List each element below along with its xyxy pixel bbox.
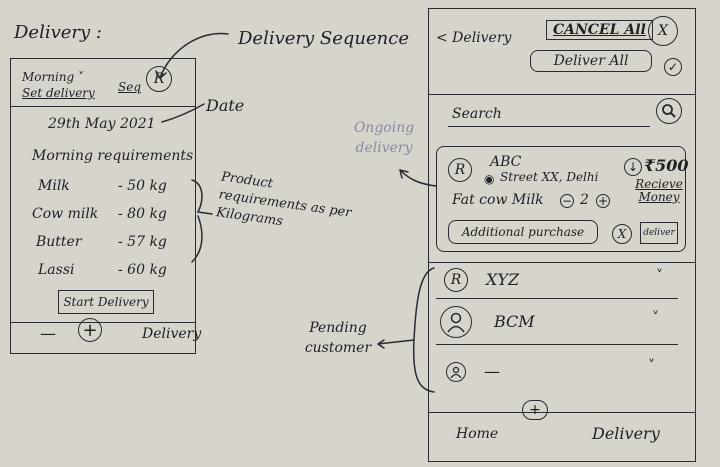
list-item[interactable]: BCM ˅ [438, 306, 682, 340]
ongoing-delivery-card[interactable] [436, 146, 686, 252]
delivery-date: 29th May 2021 [48, 116, 156, 132]
avatar [446, 362, 466, 382]
right-phone-frame [428, 8, 696, 462]
search-underline [448, 126, 650, 127]
check-icon[interactable]: ✓ [664, 58, 682, 76]
search-icon[interactable] [656, 98, 682, 124]
deliver-button[interactable]: deliver [640, 222, 678, 244]
location-pin-icon: ◉ [484, 172, 495, 186]
avatar[interactable]: R [146, 66, 172, 92]
section-divider [428, 262, 696, 263]
customer-name: ABC [490, 154, 522, 170]
customer-name: — [484, 362, 500, 381]
avatar [440, 306, 472, 338]
back-title[interactable]: < Delivery [436, 30, 512, 46]
chevron-down-icon[interactable]: ˅ [648, 358, 655, 374]
bottom-nav-divider [428, 412, 696, 413]
page-heading: Delivery : [14, 22, 102, 43]
search-input[interactable]: Search [452, 106, 502, 122]
chevron-down-icon[interactable]: ˅ [652, 310, 659, 326]
nav-delivery[interactable]: Delivery [142, 326, 202, 342]
annotation-ongoing-delivery: Ongoing delivery [353, 120, 415, 156]
set-delivery-link[interactable]: Set delivery [22, 86, 95, 100]
product-qty: - 57 kg [118, 234, 167, 250]
customer-name: BCM [494, 312, 535, 331]
cancel-all-button[interactable]: CANCEL All [546, 20, 653, 40]
product-qty: - 60 kg [118, 262, 167, 278]
requirements-title: Morning requirements [32, 148, 194, 164]
start-delivery-button[interactable]: Start Delivery [58, 290, 154, 314]
annotation-delivery-sequence: Delivery Sequence [238, 28, 409, 49]
deliver-all-button[interactable]: Deliver All [530, 50, 652, 72]
plus-icon[interactable]: + [596, 194, 610, 208]
minus-icon[interactable]: − [560, 194, 574, 208]
list-divider [436, 344, 678, 345]
divider [10, 106, 196, 107]
list-divider [436, 298, 678, 299]
receive-money-link[interactable]: Recieve Money [635, 177, 683, 204]
bottom-nav-divider [10, 322, 196, 323]
remove-button[interactable]: — [40, 324, 56, 343]
customer-address: Street XX, Delhi [500, 170, 599, 184]
customer-name: XYZ [486, 270, 520, 289]
shift-label: Morning [22, 70, 75, 84]
product-name: Milk [38, 178, 70, 194]
amount-due: ₹500 [644, 156, 689, 175]
annotation-product-requirements: Product requirements as per Kilograms [215, 169, 353, 230]
annotation-date: Date [206, 96, 245, 115]
product-name: Butter [36, 234, 82, 250]
shift-dropdown[interactable]: Morning ˅ [22, 70, 84, 84]
header-divider [428, 94, 696, 95]
product-name: Cow milk [32, 206, 99, 222]
nav-delivery[interactable]: Delivery [592, 424, 660, 443]
list-item[interactable]: — ˅ [438, 356, 682, 386]
avatar: R [444, 268, 468, 292]
sequence-link[interactable]: Seq [118, 80, 142, 94]
arrow-down-icon[interactable]: ↓ [624, 158, 642, 176]
annotation-pending-customer: Pending customer [304, 320, 372, 356]
close-icon[interactable]: X [648, 16, 678, 46]
list-item[interactable]: R XYZ ˅ [438, 266, 682, 296]
nav-home[interactable]: Home [456, 426, 499, 442]
chevron-down-icon[interactable]: ˅ [656, 268, 663, 284]
chevron-down-icon: ˅ [78, 70, 85, 84]
product-name: Lassi [38, 262, 75, 278]
product-qty: 2 [580, 192, 589, 208]
product-name: Fat cow Milk [452, 192, 544, 208]
add-button[interactable]: + [78, 318, 102, 342]
cancel-delivery-icon[interactable]: X [612, 224, 632, 244]
product-qty: - 80 kg [118, 206, 167, 222]
additional-purchase-button[interactable]: Additional purchase [448, 220, 598, 244]
product-qty: - 50 kg [118, 178, 167, 194]
person-icon [450, 366, 462, 378]
add-customer-button[interactable]: + [522, 400, 548, 420]
person-icon [447, 312, 465, 333]
customer-avatar: R [448, 158, 472, 182]
